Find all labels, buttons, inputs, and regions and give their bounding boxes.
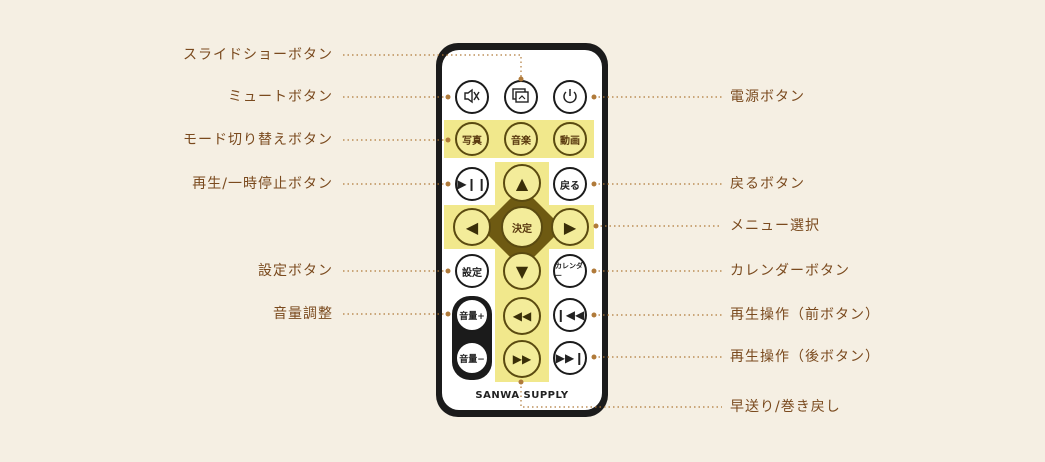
label-back: 戻るボタン — [730, 174, 805, 194]
label-calendar: カレンダーボタン — [730, 261, 850, 281]
label-power: 電源ボタン — [730, 87, 805, 107]
leader-ffrew — [521, 382, 722, 407]
label-next: 再生操作（後ボタン） — [730, 347, 880, 367]
label-ff-rew: 早送り/巻き戻し — [730, 397, 841, 417]
label-play-pause: 再生/一時停止ボタン — [192, 174, 333, 194]
label-mode-switch: モード切り替えボタン — [183, 130, 333, 150]
label-slideshow: スライドショーボタン — [183, 45, 333, 65]
label-prev: 再生操作（前ボタン） — [730, 305, 880, 325]
label-settings: 設定ボタン — [258, 261, 333, 281]
label-mute: ミュートボタン — [228, 87, 333, 107]
leader-slideshow — [343, 55, 521, 79]
label-volume: 音量調整 — [273, 304, 333, 324]
label-menu-select: メニュー選択 — [730, 216, 820, 236]
